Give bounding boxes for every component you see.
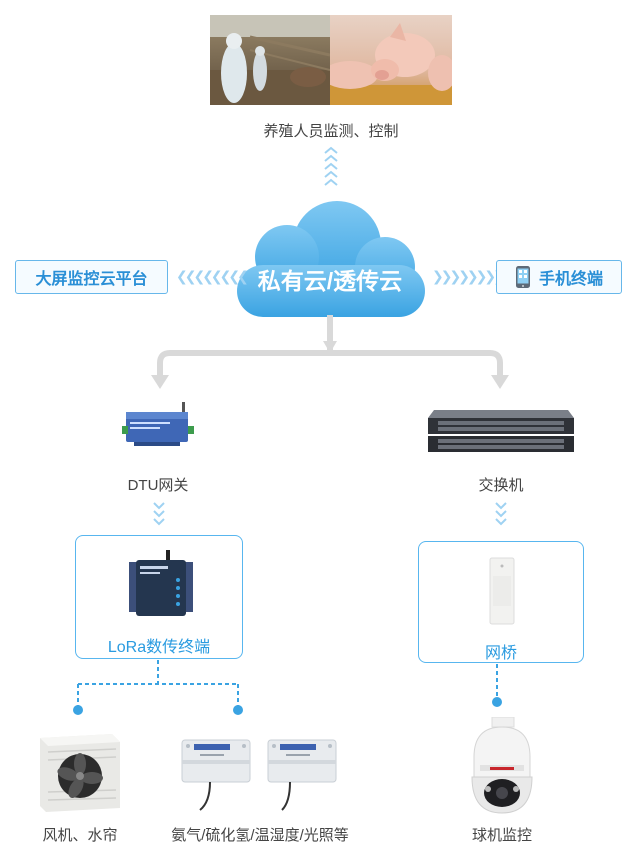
switch-down-chevrons (495, 502, 507, 526)
cloud-shape (237, 201, 425, 317)
top-caption: 养殖人员监测、控制 (263, 123, 399, 140)
dome-label: 球机监控 (471, 827, 532, 844)
cloud-label: 私有云/透传云 (257, 268, 403, 294)
gas-sensor-device (267, 739, 337, 811)
sensors-label: 氨气/硫化氢/温湿度/光照等 (171, 827, 349, 844)
bridge-panel: 网桥 (418, 541, 584, 663)
gray-branch-arrows (151, 315, 509, 389)
fan-label: 风机、水帘 (42, 827, 118, 844)
farm-worker-photo (210, 15, 330, 105)
bridge-label: 网桥 (484, 645, 517, 662)
fan-waterpad-device (40, 734, 120, 812)
big-screen-platform-box: 大屏监控云平台 (15, 260, 168, 294)
mobile-terminal-box: 手机终端 (496, 260, 622, 294)
pig-photo (330, 15, 452, 105)
lora-terminal-device (129, 550, 193, 616)
bridge-dotted-connector (492, 664, 502, 707)
switch-label: 交换机 (478, 477, 524, 494)
lora-dotted-connector (73, 660, 243, 715)
dtu-label: DTU网关 (127, 477, 189, 494)
lora-terminal-panel: LoRa数传终端 (75, 535, 243, 659)
big-screen-platform-label: 大屏监控云平台 (35, 271, 148, 288)
dtu-down-chevrons (153, 502, 165, 526)
ammonia-sensor-device (181, 739, 251, 811)
dtu-gateway-device (122, 402, 194, 446)
left-chevron-arrows: ❮❮❮❮❮❮❮❮ (176, 268, 249, 284)
bridge-device (489, 557, 515, 625)
dome-camera-device (471, 717, 533, 814)
phone-icon (515, 266, 530, 288)
lora-label: LoRa数传终端 (107, 639, 211, 656)
mobile-terminal-label: 手机终端 (538, 271, 603, 288)
right-chevron-arrows: ❯❯❯❯❯❯❯❯ (432, 268, 505, 284)
network-switch-device (428, 410, 574, 452)
up-chevron-arrows (324, 146, 338, 186)
